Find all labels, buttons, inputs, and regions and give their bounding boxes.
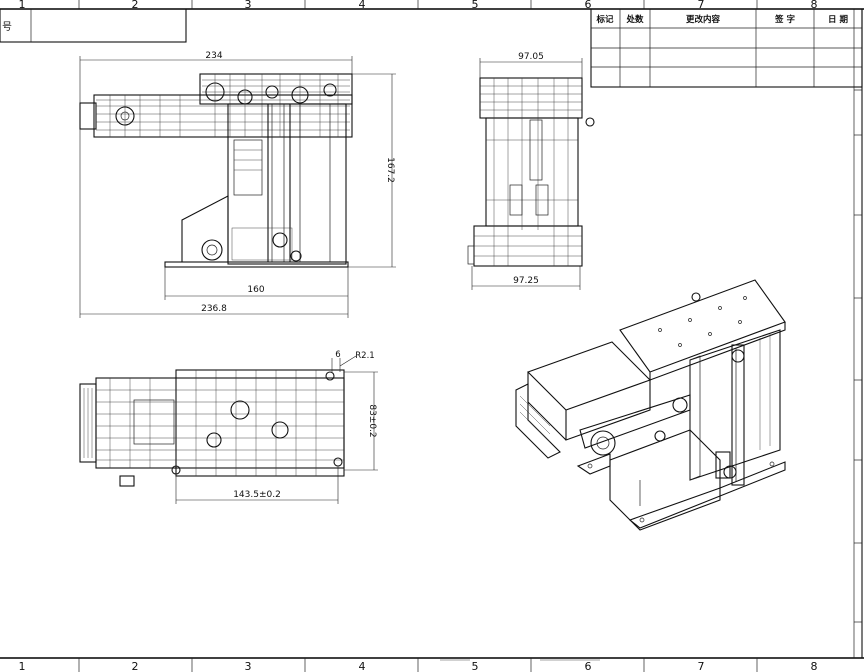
zone-label: 5 [472, 660, 479, 672]
zone-label: 3 [245, 0, 252, 11]
zone-label: 8 [811, 660, 818, 672]
dimension-label: 6 [335, 350, 340, 360]
revision-table: 标记 处数 更改内容 签 字 日 期 [590, 8, 863, 88]
dimension-label: 234 [205, 51, 222, 61]
zone-label: 6 [585, 660, 592, 672]
zone-label: 1 [19, 660, 26, 672]
zone-label: 1 [19, 0, 26, 11]
title-cell: 号 [0, 8, 187, 43]
isometric-view [515, 279, 786, 531]
zone-label: 4 [359, 0, 366, 11]
dimension-label: 97.25 [513, 276, 539, 286]
zone-labels-bottom: 1 2 3 4 5 6 7 8 [19, 660, 818, 672]
top-view: 83±0.2 143.5±0.2 6 R2.1 [79, 350, 378, 504]
zone-labels-top: 1 2 3 4 5 6 7 8 [19, 0, 818, 11]
revision-header: 日 期 [828, 14, 848, 25]
dimension-label: 236.8 [201, 304, 227, 314]
zone-label: 4 [359, 660, 366, 672]
zone-label: 2 [132, 0, 139, 11]
zone-label: 7 [698, 0, 705, 11]
zone-label: 5 [472, 0, 479, 11]
revision-header: 标记 [595, 14, 614, 25]
dimension-label: 160 [247, 285, 264, 295]
dimension-label: 143.5±0.2 [233, 490, 281, 500]
side-view: 97.05 97.25 [467, 52, 595, 290]
revision-header: 处数 [625, 14, 644, 25]
dimension-label: 83±0.2 [367, 404, 377, 437]
dimension-label: 97.05 [518, 52, 544, 62]
zone-label: 6 [585, 0, 592, 11]
title-cell-text: 号 [2, 21, 12, 33]
revision-header: 签 字 [774, 14, 795, 25]
zone-label: 3 [245, 660, 252, 672]
dimension-label: 167.2 [385, 157, 395, 183]
zone-label: 7 [698, 660, 705, 672]
zone-label: 2 [132, 660, 139, 672]
front-view: 234 167.2 160 236.8 [79, 51, 396, 318]
dimension-label: R2.1 [355, 351, 374, 361]
revision-header: 更改内容 [686, 14, 721, 25]
zone-label: 8 [811, 0, 818, 11]
